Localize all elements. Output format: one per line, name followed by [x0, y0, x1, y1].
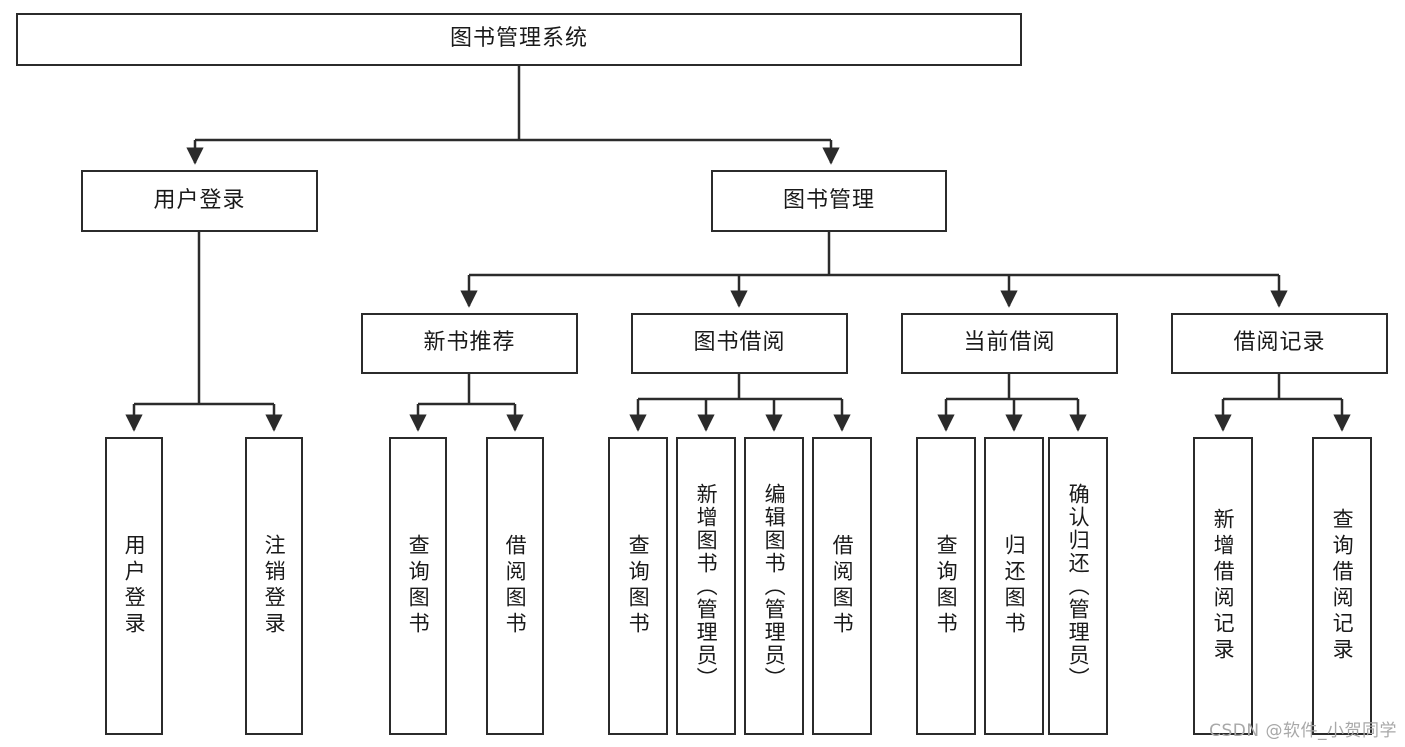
node-borrow-record[interactable]: 借阅记录: [1171, 313, 1388, 374]
node-leaf-query-borrow-record[interactable]: 查询借阅记录: [1312, 437, 1372, 735]
node-root[interactable]: 图书管理系统: [16, 13, 1022, 66]
node-label: 借阅图书: [503, 534, 528, 638]
node-leaf-user-logout[interactable]: 注销登录: [245, 437, 303, 735]
node-label: 新增图书（管理员）: [694, 482, 719, 690]
node-label: 图书管理系统: [449, 26, 588, 52]
node-book-manage[interactable]: 图书管理: [711, 170, 947, 232]
node-leaf-borrow-book-recommend[interactable]: 借阅图书: [486, 437, 544, 735]
node-leaf-user-login[interactable]: 用户登录: [105, 437, 163, 735]
node-leaf-query-book-borrow[interactable]: 查询图书: [608, 437, 668, 735]
node-user-login[interactable]: 用户登录: [81, 170, 318, 232]
node-label: 查询图书: [626, 534, 651, 638]
node-leaf-add-borrow-record[interactable]: 新增借阅记录: [1193, 437, 1253, 735]
node-label: 借阅图书: [830, 534, 855, 638]
node-label: 图书借阅: [693, 330, 786, 356]
node-label: 查询图书: [406, 534, 431, 638]
node-current-borrow[interactable]: 当前借阅: [901, 313, 1118, 374]
node-label: 新增借阅记录: [1211, 508, 1236, 664]
node-leaf-query-book-current[interactable]: 查询图书: [916, 437, 976, 735]
node-label: 图书管理: [782, 187, 875, 213]
node-label: 查询借阅记录: [1330, 508, 1355, 664]
watermark-credit: CSDN @软件_小贺同学: [1209, 721, 1397, 741]
node-book-borrow[interactable]: 图书借阅: [631, 313, 848, 374]
node-label: 注销登录: [262, 534, 287, 638]
node-leaf-edit-book[interactable]: 编辑图书（管理员）: [744, 437, 804, 735]
node-label: 新书推荐: [423, 330, 516, 356]
node-label: 确认归还（管理员）: [1066, 482, 1091, 690]
node-label: 查询图书: [934, 534, 959, 638]
node-leaf-query-book-recommend[interactable]: 查询图书: [389, 437, 447, 735]
node-label: 归还图书: [1002, 534, 1027, 638]
node-label: 用户登录: [153, 187, 246, 213]
node-leaf-confirm-return[interactable]: 确认归还（管理员）: [1048, 437, 1108, 735]
node-label: 当前借阅: [963, 330, 1056, 356]
node-leaf-borrow-book[interactable]: 借阅图书: [812, 437, 872, 735]
node-label: 编辑图书（管理员）: [762, 482, 787, 690]
node-leaf-add-book[interactable]: 新增图书（管理员）: [676, 437, 736, 735]
node-new-book-recommend[interactable]: 新书推荐: [361, 313, 578, 374]
node-leaf-return-book[interactable]: 归还图书: [984, 437, 1044, 735]
node-label: 用户登录: [122, 534, 147, 638]
node-label: 借阅记录: [1233, 330, 1326, 356]
